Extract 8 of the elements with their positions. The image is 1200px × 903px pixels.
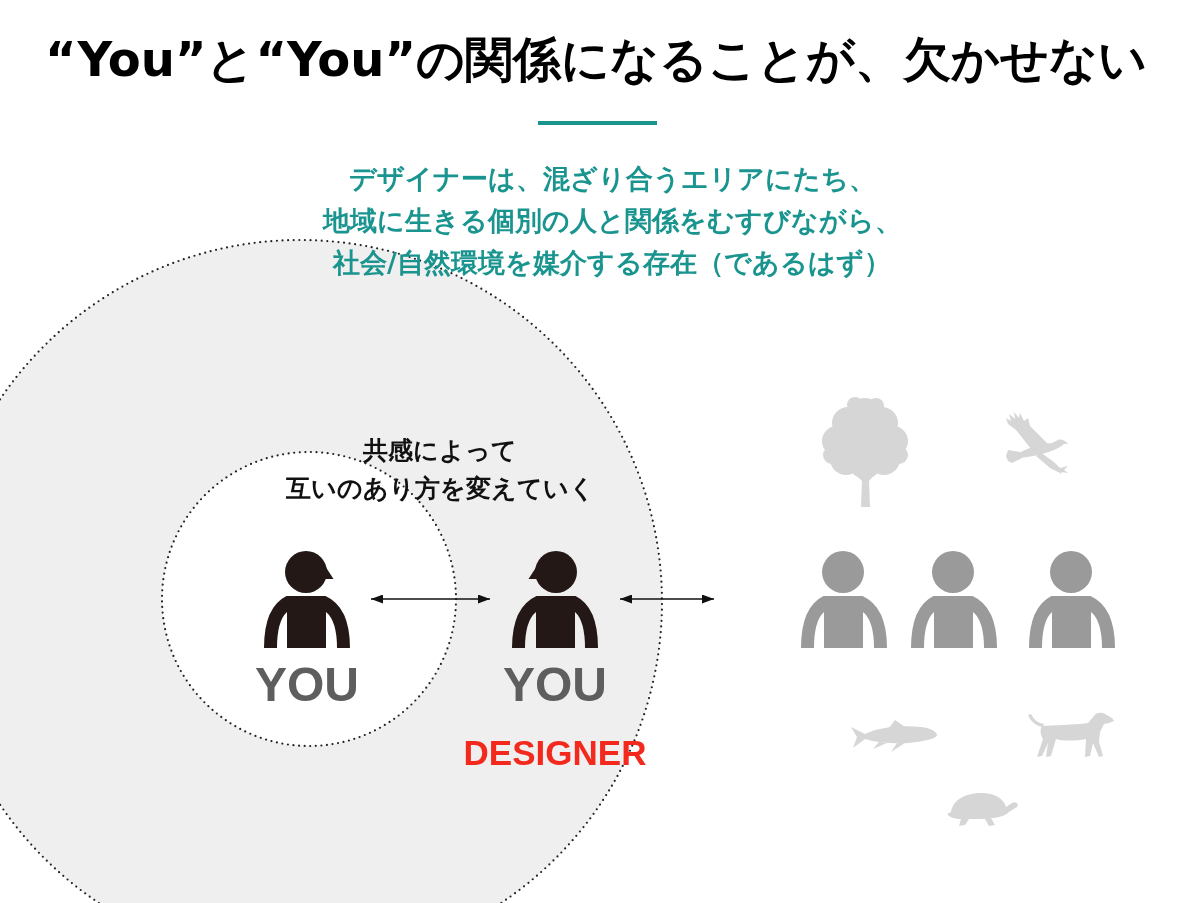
double-arrow [619, 594, 715, 604]
title-text: “You”と“You”の関係になることが、欠かせない [44, 30, 1148, 88]
subtitle-text: デザイナーは、混ざり合うエリアにたち、地域に生きる個別の人と関係をむすびながら、社会/自然環境を媒介する存在（であるはず） [321, 162, 903, 280]
annotation-text: 共感によって互いのあり方を変えていく [284, 435, 596, 505]
double-arrow [370, 594, 491, 604]
name-label: YOU [503, 661, 607, 709]
name-label: YOU [255, 661, 359, 709]
role-label: DESIGNER [463, 735, 647, 770]
